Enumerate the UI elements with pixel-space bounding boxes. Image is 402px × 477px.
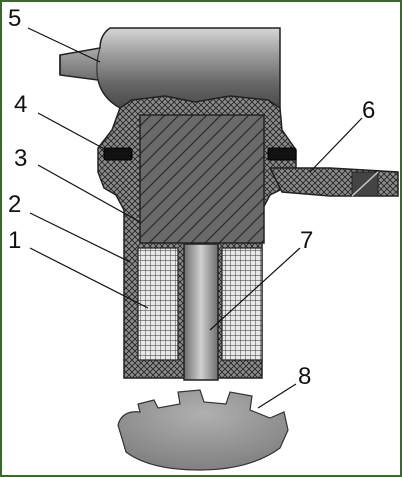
pole-pin [183,243,219,381]
callout-6: 6 [362,97,375,124]
callout-7: 7 [300,227,313,254]
callout-5: 5 [8,5,21,32]
winding [137,247,263,361]
callout-8: 8 [298,363,311,390]
pulse-gear [117,389,289,471]
callout-4: 4 [14,91,27,118]
cable [59,27,281,109]
mounting-flange [268,167,399,197]
magnetic-core [139,114,265,244]
callout-3: 3 [14,145,27,172]
callout-1: 1 [8,227,21,254]
leader-lines [27,27,363,409]
callout-2: 2 [8,191,21,218]
seal-ring [103,147,297,161]
